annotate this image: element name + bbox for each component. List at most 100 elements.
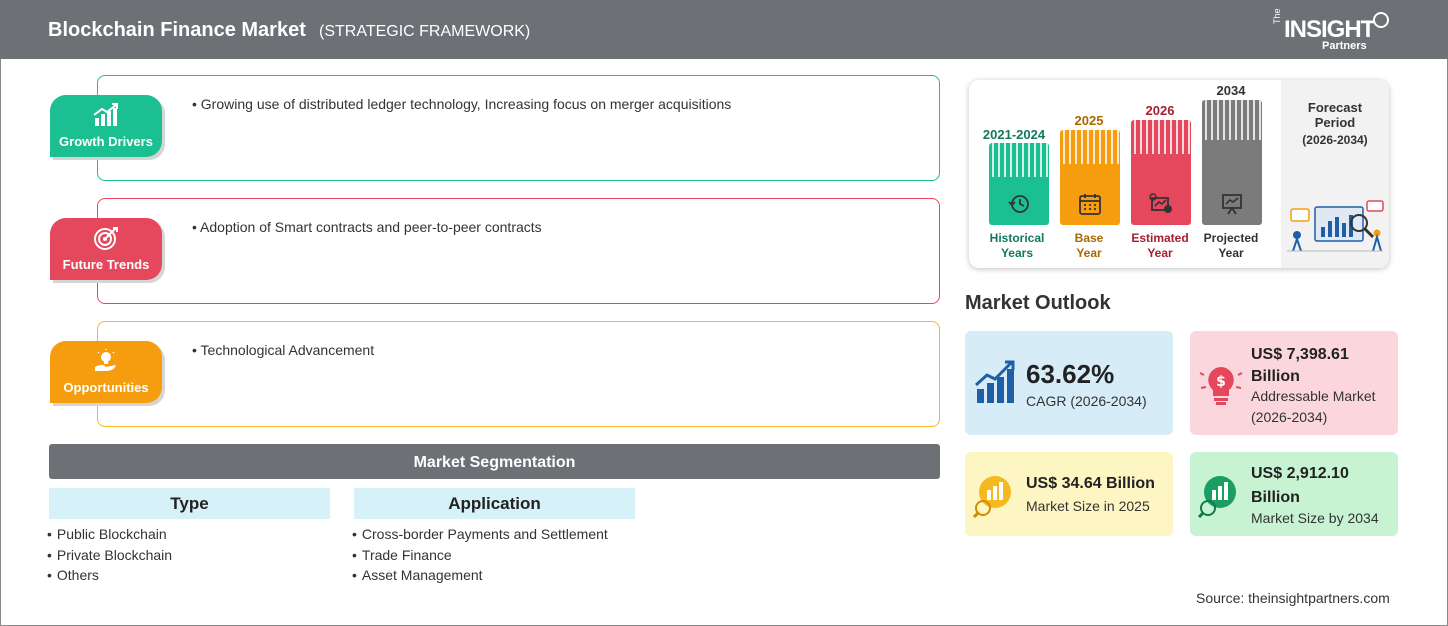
bar-stripe bbox=[1205, 100, 1207, 140]
bar-stripe bbox=[1134, 120, 1136, 154]
list-item: Trade Finance bbox=[352, 545, 608, 566]
timeline-bar-historical bbox=[989, 143, 1049, 225]
bar-stripe bbox=[1040, 143, 1042, 177]
growth-drivers-card: • Growing use of distributed ledger tech… bbox=[97, 75, 940, 181]
bar-stripe bbox=[1046, 143, 1048, 177]
logo-partners: Partners bbox=[1322, 40, 1367, 52]
future-trends-label: Future Trends bbox=[62, 257, 150, 272]
bar-stripe bbox=[1223, 100, 1225, 140]
bar-stripe bbox=[1164, 120, 1166, 154]
bar-stripe bbox=[1146, 120, 1148, 154]
bar-stripe bbox=[1034, 143, 1036, 177]
cagr-desc: CAGR (2026-2034) bbox=[1026, 393, 1147, 409]
bar-stripe bbox=[1182, 120, 1184, 154]
opportunities-card: • Technological Advancement bbox=[97, 321, 940, 427]
company-logo: The INSIGHT Partners bbox=[1268, 8, 1398, 54]
bar-stripe bbox=[1170, 120, 1172, 154]
bar-stripe bbox=[1259, 100, 1261, 140]
source-text: Source: theinsightpartners.com bbox=[1196, 590, 1390, 606]
presentation-icon bbox=[1222, 194, 1242, 215]
list-item: Asset Management bbox=[352, 565, 608, 586]
bar-stripe bbox=[1028, 143, 1030, 177]
target-icon bbox=[94, 227, 118, 250]
logo-the: The bbox=[1272, 8, 1282, 24]
bar-stripe bbox=[1099, 130, 1101, 164]
header-bar: Blockchain Finance Market (STRATEGIC FRA… bbox=[0, 0, 1448, 59]
bar-stripe bbox=[992, 143, 994, 177]
bar-stripe bbox=[1152, 120, 1154, 154]
bar-stripes bbox=[1060, 130, 1120, 164]
bar-stripe bbox=[1004, 143, 1006, 177]
market-growth-icon bbox=[1198, 476, 1236, 518]
growth-drivers-label: Growth Drivers bbox=[59, 134, 153, 149]
bar-stripe bbox=[1217, 100, 1219, 140]
timeline-year-projected: 2034 bbox=[1216, 83, 1246, 98]
page-title: Blockchain Finance Market bbox=[48, 19, 306, 41]
bar-stripe bbox=[1235, 100, 1237, 140]
timeline-bar-projected bbox=[1202, 100, 1262, 225]
timeline-year-estimated: 2026 bbox=[1145, 103, 1175, 118]
bar-stripe bbox=[1247, 100, 1249, 140]
bar-stripes bbox=[989, 143, 1049, 177]
growth-drivers-tag: Growth Drivers bbox=[50, 95, 162, 157]
bar-stripe bbox=[1081, 130, 1083, 164]
cagr-stat-card: 63.62% CAGR (2026-2034) bbox=[965, 331, 1173, 435]
timeline-bar-base bbox=[1060, 130, 1120, 225]
addressable-market-desc: Addressable Market(2026-2034) bbox=[1251, 388, 1376, 425]
market-segmentation-header: Market Segmentation bbox=[49, 444, 940, 479]
timeline-year-base: 2025 bbox=[1074, 113, 1104, 128]
bar-stripe bbox=[998, 143, 1000, 177]
analytics-illustration-icon bbox=[1287, 200, 1384, 252]
bar-stripe bbox=[1111, 130, 1113, 164]
calendar-icon bbox=[1079, 194, 1101, 215]
bar-stripe bbox=[1093, 130, 1095, 164]
market-size-2034-desc: Market Size by 2034 bbox=[1251, 510, 1379, 526]
market-outlook-title: Market Outlook bbox=[965, 292, 1111, 314]
opportunities-label: Opportunities bbox=[63, 380, 149, 395]
list-item: Private Blockchain bbox=[47, 545, 172, 566]
market-size-2025-value: US$ 34.64 Billion bbox=[1026, 475, 1155, 492]
opportunities-tag: Opportunities bbox=[50, 341, 162, 403]
bar-stripe bbox=[1176, 120, 1178, 154]
bar-stripe bbox=[1117, 130, 1119, 164]
market-size-icon bbox=[973, 476, 1011, 518]
bar-stripe bbox=[1075, 130, 1077, 164]
bar-stripe bbox=[1140, 120, 1142, 154]
bar-stripe bbox=[1241, 100, 1243, 140]
growth-drivers-text: • Growing use of distributed ledger tech… bbox=[192, 96, 732, 112]
list-item: Others bbox=[47, 565, 172, 586]
bar-stripe bbox=[1087, 130, 1089, 164]
segment-application-heading: Application bbox=[354, 488, 635, 519]
growth-chart-icon bbox=[93, 103, 118, 126]
bar-stripe bbox=[1229, 100, 1231, 140]
lightbulb-hand-icon bbox=[95, 349, 116, 371]
history-icon bbox=[1008, 195, 1029, 213]
future-trends-text: • Adoption of Smart contracts and peer-t… bbox=[192, 219, 542, 235]
segment-application-list: Cross-border Payments and Settlement Tra… bbox=[352, 524, 608, 586]
logo-insight: INSIGHT bbox=[1284, 16, 1375, 43]
list-item: Cross-border Payments and Settlement bbox=[352, 524, 608, 545]
list-item: Public Blockchain bbox=[47, 524, 172, 545]
svg-text:$: $ bbox=[1216, 374, 1226, 390]
segment-type-heading: Type bbox=[49, 488, 330, 519]
bar-stripes bbox=[1131, 120, 1191, 154]
bar-stripe bbox=[1158, 120, 1160, 154]
timeline-bar-estimated bbox=[1131, 120, 1191, 225]
future-trends-card: • Adoption of Smart contracts and peer-t… bbox=[97, 198, 940, 304]
timeline-year-historical: 2021-2024 bbox=[982, 127, 1046, 142]
bar-stripe bbox=[1105, 130, 1107, 164]
bar-stripe bbox=[1211, 100, 1213, 140]
bar-stripe bbox=[1022, 143, 1024, 177]
bar-stripe bbox=[1188, 120, 1190, 154]
forecast-period-years: (2026-2034) bbox=[1302, 133, 1368, 147]
future-trends-tag: Future Trends bbox=[50, 218, 162, 280]
bar-stripe bbox=[1253, 100, 1255, 140]
